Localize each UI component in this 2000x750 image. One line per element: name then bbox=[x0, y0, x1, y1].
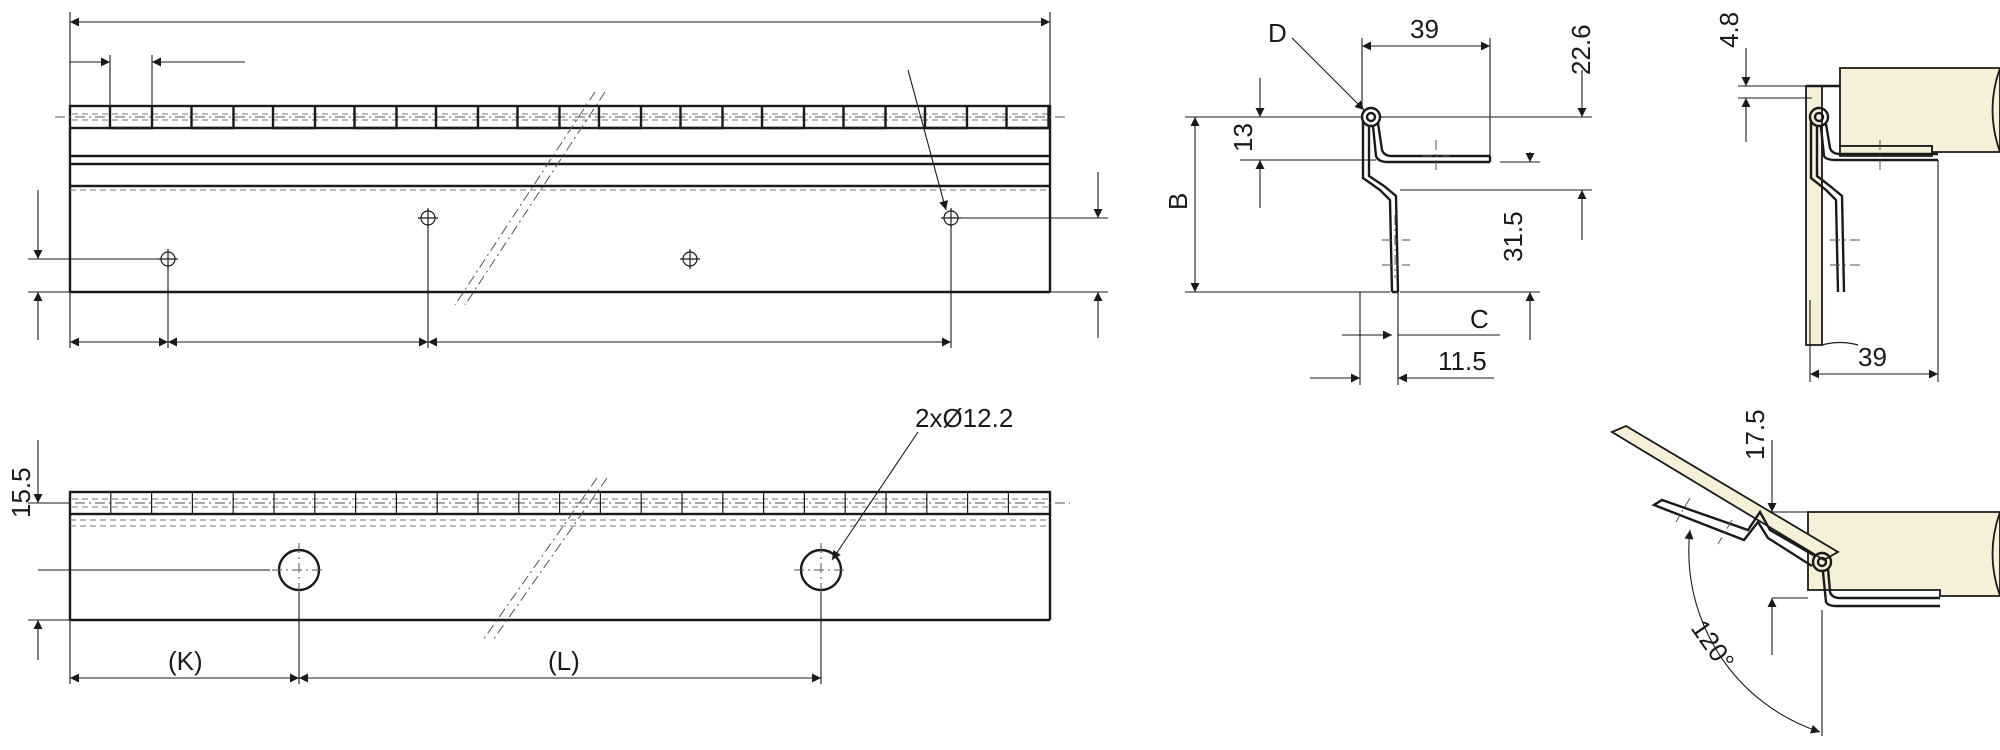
large-hole bbox=[794, 543, 848, 597]
dim-4-8-label: 4.8 bbox=[1714, 12, 1744, 48]
dim-39-top-label: 39 bbox=[1410, 14, 1439, 44]
installed-view: 4.8 39 bbox=[1714, 12, 2000, 382]
knuckle-notch bbox=[597, 106, 643, 130]
dim-31-5-label: 31.5 bbox=[1498, 211, 1528, 262]
break-line bbox=[482, 477, 598, 641]
label-B: B bbox=[1163, 193, 1193, 210]
label-L: (L) bbox=[548, 646, 580, 676]
dim-22-6-label: 22.6 bbox=[1566, 24, 1596, 75]
knuckle-notch bbox=[108, 106, 154, 130]
dim-17-5-label: 17.5 bbox=[1740, 409, 1770, 460]
opening-angle-arc bbox=[1684, 529, 1821, 734]
front-view-top bbox=[28, 12, 1108, 348]
leader-arrow bbox=[907, 69, 948, 211]
dim-11-5-label: 11.5 bbox=[1438, 346, 1487, 376]
dim-13-label: 13 bbox=[1228, 123, 1258, 152]
hole-spec-label: 2xØ12.2 bbox=[915, 403, 1013, 433]
front-view-bottom: 2xØ12.2 15.5 (K) (L) bbox=[6, 403, 1070, 684]
cabinet-panel-open bbox=[1807, 511, 2000, 597]
knuckle-notch bbox=[923, 106, 969, 130]
knuckle-notch bbox=[190, 106, 235, 130]
hole-leader bbox=[831, 431, 919, 561]
knuckle-notches bbox=[108, 106, 1050, 130]
knuckle-notch bbox=[760, 106, 806, 130]
dim-15-5-label: 15.5 bbox=[6, 467, 36, 518]
knuckle-divisions bbox=[110, 492, 1010, 514]
mounting-hole bbox=[941, 208, 961, 228]
knuckle-notch bbox=[271, 106, 317, 130]
label-D: D bbox=[1268, 18, 1287, 48]
mounting-hole bbox=[158, 249, 178, 269]
section-view: D 39 22.6 13 B 31.5 C bbox=[1163, 14, 1596, 385]
knuckle-notch bbox=[679, 106, 724, 130]
knuckle-notch bbox=[516, 106, 561, 130]
knuckle-notch bbox=[1005, 106, 1050, 130]
cabinet-panel bbox=[1839, 67, 2000, 153]
mounting-hole bbox=[418, 208, 438, 228]
large-hole bbox=[272, 543, 326, 597]
angle-120-label: 120° bbox=[1685, 614, 1740, 675]
mounting-hole bbox=[680, 249, 700, 269]
knuckle-notch bbox=[842, 106, 887, 130]
label-C: C bbox=[1470, 304, 1489, 334]
break-line bbox=[454, 91, 596, 306]
door-panel-open bbox=[1610, 424, 1840, 562]
open-view: 17.5 120° bbox=[1610, 409, 2000, 736]
knuckle-notch bbox=[434, 106, 480, 130]
label-K: (K) bbox=[168, 646, 203, 676]
knuckle-notch bbox=[353, 106, 398, 130]
dim-39-right-label: 39 bbox=[1858, 342, 1887, 372]
